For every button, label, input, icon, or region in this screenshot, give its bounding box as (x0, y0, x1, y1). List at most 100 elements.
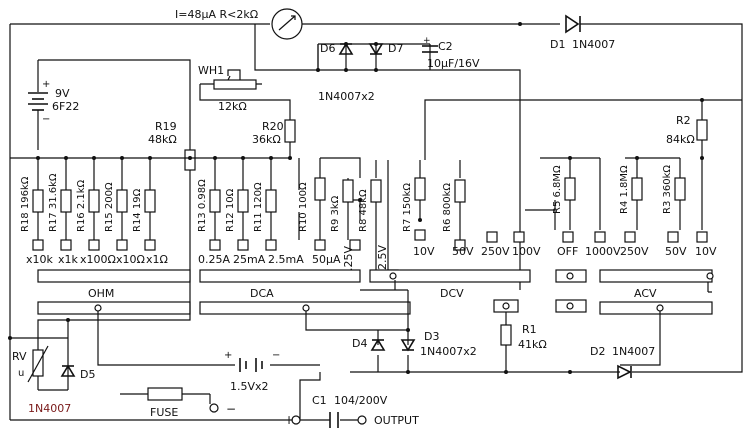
svg-text:−: − (272, 350, 280, 361)
r6-label: R6 800kΩ (442, 183, 453, 232)
c1-value: 104/200V (334, 394, 388, 407)
ohm-switch-bar[interactable] (37, 269, 191, 283)
range-x10[interactable]: x10Ω (116, 253, 145, 266)
resistor-r13-icon (209, 189, 221, 213)
range-50v[interactable]: 50V (452, 245, 474, 258)
c2-name: C2 (438, 40, 453, 53)
range-25ma-small[interactable]: 2.5mA (268, 253, 304, 266)
top-wiring (9, 23, 743, 420)
common-bars (37, 299, 713, 315)
capacitor-c1-icon (291, 412, 367, 428)
svg-text:+: + (42, 79, 50, 90)
svg-text:−: − (42, 114, 50, 125)
meter-spec: I=48μA R<2kΩ (175, 8, 258, 21)
resistor-r5-icon (564, 177, 576, 201)
terminal-minus[interactable]: − (226, 402, 236, 416)
d7-name: D7 (388, 42, 403, 55)
range-25ma[interactable]: 25mA (233, 253, 266, 266)
galvanometer-icon (271, 8, 303, 40)
resistor-r12-icon (237, 189, 249, 213)
d4-name: D4 (352, 337, 367, 350)
section-dca: DCA (250, 287, 274, 300)
range-off[interactable]: OFF (557, 245, 578, 258)
r15-label: R15 200Ω (104, 182, 115, 232)
range-250v[interactable]: 250V (481, 245, 510, 258)
r13-label: R13 0.98Ω (197, 179, 208, 232)
r17-label: R17 31.6kΩ (48, 173, 59, 232)
battery9v-value: 9V (55, 87, 70, 100)
d1-type: 1N4007 (572, 38, 615, 51)
r1-name: R1 (522, 323, 537, 336)
rv-name: RV (12, 350, 27, 363)
range-acv10[interactable]: 10V (695, 245, 717, 258)
d2-name: D2 (590, 345, 605, 358)
d5-name: D5 (80, 368, 95, 381)
r11-label: R11 120Ω (253, 182, 264, 232)
r5-label: R5 6.8MΩ (552, 165, 563, 214)
resistor-r17-icon (60, 189, 72, 213)
resistor-r10-icon (314, 177, 326, 201)
d3-type: 1N4007x2 (420, 345, 477, 358)
range-x10k[interactable]: x10k (26, 253, 54, 266)
range-x100[interactable]: x100Ω (80, 253, 116, 266)
resistor-r1-icon (500, 324, 512, 346)
range-acv250[interactable]: 250V (620, 245, 649, 258)
r1-value: 41kΩ (518, 338, 547, 351)
range-x1[interactable]: x1Ω (146, 253, 168, 266)
acv-range-contacts (562, 231, 708, 243)
battery-9v-icon: + − (28, 59, 191, 280)
resistor-r9-icon (342, 179, 354, 203)
range-acv50[interactable]: 50V (665, 245, 687, 258)
r14-label: R14 19Ω (132, 188, 143, 232)
rv-mark: u (18, 368, 24, 379)
resistor-r7-icon (414, 177, 426, 201)
dcv-ladder-wiring (320, 157, 461, 278)
c2-value: 10μF/16V (427, 57, 480, 70)
resistor-r20-icon (284, 119, 296, 143)
output-terminal-label[interactable]: OUTPUT (374, 414, 419, 427)
r12-label: R12 10Ω (225, 188, 236, 232)
range-1000v[interactable]: 1000V (585, 245, 621, 258)
d1-name: D1 (550, 38, 565, 51)
wh1-value: 12kΩ (218, 100, 247, 113)
range-10v[interactable]: 10V (413, 245, 435, 258)
off-contact-dot (566, 272, 574, 280)
r4-label: R4 1.8MΩ (619, 165, 630, 214)
range-100v[interactable]: 100V (512, 245, 541, 258)
resistor-r11-icon (265, 189, 277, 213)
dca-switch-bar[interactable] (199, 269, 361, 283)
r2-value: 84kΩ (666, 133, 695, 146)
c1-name: C1 (312, 394, 327, 407)
wh1-name: WH1 (198, 64, 224, 77)
r8-label: R8 48kΩ (358, 189, 369, 232)
range-25v[interactable]: 2.5V (376, 245, 389, 270)
d6-name: D6 (320, 42, 335, 55)
section-dcv: DCV (440, 287, 464, 300)
r10-label: R10 100Ω (298, 182, 309, 232)
acv-switch-bar[interactable] (599, 269, 713, 283)
resistor-r8-icon (370, 179, 382, 203)
diode-d3-icon (400, 339, 416, 352)
resistor-r15-icon (116, 189, 128, 213)
battery-1-5v-icon: + − (224, 350, 280, 372)
dca-range-contacts (209, 239, 326, 251)
svg-text:+: + (224, 350, 232, 361)
terminal-plus[interactable]: + (284, 413, 294, 427)
resistor-r16-icon (88, 189, 100, 213)
r20-value: 36kΩ (252, 133, 281, 146)
range-50ua[interactable]: 50μA (312, 253, 341, 266)
resistor-r14-icon (144, 189, 156, 213)
diode-d2-icon (617, 364, 632, 380)
range-025a[interactable]: 0.25A (198, 253, 230, 266)
acv-contact-dot (706, 272, 714, 280)
battery15v-value: 1.5Vx2 (230, 380, 269, 393)
section-ohm: OHM (88, 287, 114, 300)
dcv-switch-bar[interactable] (369, 269, 531, 283)
capacitor-c2-icon: + (422, 36, 438, 53)
r2-name: R2 (676, 114, 691, 127)
varistor-rv-icon (27, 345, 49, 383)
resistor-r2-icon (696, 119, 708, 141)
range-x1k[interactable]: x1k (58, 253, 79, 266)
diode-d1-icon (565, 14, 581, 34)
